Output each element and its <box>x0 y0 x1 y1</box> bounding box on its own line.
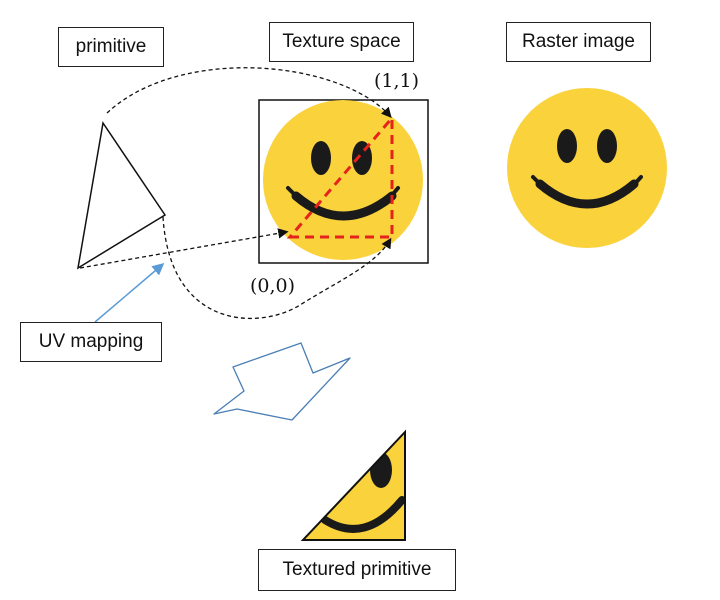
coord-label-bottom-left: (0,0) <box>250 275 296 297</box>
texture-smiley <box>263 100 423 260</box>
coord-label-top-right: (1,1) <box>374 70 420 92</box>
textured-primitive-label: Textured primitive <box>258 549 456 591</box>
primitive-triangle <box>76 121 167 270</box>
textured-primitive <box>300 429 406 541</box>
mapping-arrow-bottom-left <box>79 228 289 269</box>
raster-smiley <box>507 88 667 248</box>
uv-mapping-arrow <box>94 263 165 323</box>
mapping-arrow-bottom-right <box>162 216 392 320</box>
texture-space-label: Texture space <box>269 22 414 62</box>
texture-space-frame <box>258 99 429 264</box>
flow-arrow <box>213 342 351 421</box>
mapping-triangle <box>286 113 394 239</box>
uv-mapping-label: UV mapping <box>20 322 162 362</box>
raster-image-label: Raster image <box>506 22 651 62</box>
primitive-label: primitive <box>58 27 164 67</box>
